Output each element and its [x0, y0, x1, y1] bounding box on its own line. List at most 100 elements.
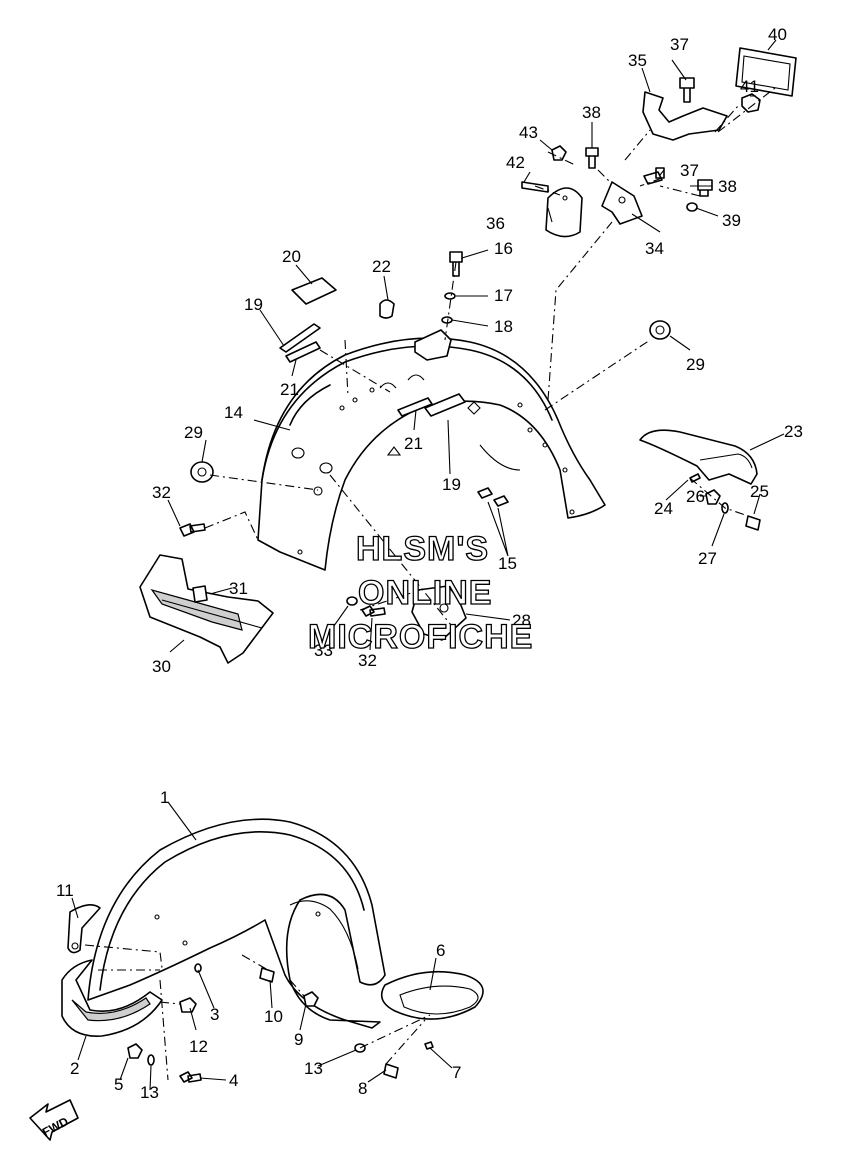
pad-21-right [397, 397, 433, 417]
callout-36: 36 [486, 214, 505, 233]
callout-9: 9 [294, 1030, 303, 1049]
callout-37-lower: 37 [680, 161, 699, 180]
bolt-37-lower [643, 167, 665, 185]
plate-40 [735, 47, 797, 97]
bolt-38-upper [585, 147, 599, 169]
bracket-34 [601, 181, 643, 225]
callout-30: 30 [152, 657, 171, 676]
callout-10: 10 [264, 1007, 283, 1026]
cover-30 [139, 554, 274, 664]
piece-15b [493, 495, 509, 507]
part-24 [689, 473, 701, 483]
washer-39 [686, 202, 698, 212]
callout-8: 8 [358, 1079, 367, 1098]
pad-19-right [424, 393, 466, 417]
callout-19-right: 19 [442, 475, 461, 494]
callout-38-lower: 38 [718, 177, 737, 196]
washer-33 [346, 596, 358, 606]
forward-arrow-icon: FWD [29, 1099, 79, 1141]
callout-31: 31 [229, 579, 248, 598]
clip-31 [192, 585, 208, 603]
callout-34: 34 [645, 239, 664, 258]
callout-37-upper: 37 [670, 35, 689, 54]
callout-35: 35 [628, 51, 647, 70]
callout-41: 41 [740, 77, 759, 96]
pad-19-left [279, 323, 321, 353]
pad-20 [291, 277, 337, 305]
callout-21-right: 21 [404, 434, 423, 453]
callout-43: 43 [519, 123, 538, 142]
grommet-29-left [190, 461, 214, 483]
guard-6 [380, 970, 484, 1020]
bolt-32-left [179, 523, 206, 537]
callout-29-right: 29 [686, 355, 705, 374]
nut-43 [551, 145, 567, 161]
pin-42 [521, 181, 549, 193]
callout-4: 4 [229, 1071, 238, 1090]
pad-21-left [285, 341, 321, 363]
callout-32-left: 32 [152, 483, 171, 502]
callout-42: 42 [506, 153, 525, 172]
callout-32-center: 32 [358, 651, 377, 670]
washer-13-left [147, 1054, 155, 1066]
callout-6: 6 [436, 941, 445, 960]
callout-12: 12 [189, 1037, 208, 1056]
grommet-29-right [649, 320, 671, 340]
nut-41 [741, 93, 761, 113]
callout-16: 16 [494, 239, 513, 258]
callout-22: 22 [372, 257, 391, 276]
callout-13-right: 13 [304, 1059, 323, 1078]
callout-20: 20 [282, 247, 301, 266]
bracket-35 [642, 91, 728, 141]
callout-29-left: 29 [184, 423, 203, 442]
bolt-38-lower [697, 179, 713, 197]
callout-27: 27 [698, 549, 717, 568]
callout-21-left: 21 [280, 380, 299, 399]
callout-15: 15 [498, 554, 517, 573]
callout-2: 2 [70, 1059, 79, 1078]
callout-24: 24 [654, 499, 673, 518]
bolt-10 [259, 967, 275, 983]
callout-38-upper: 38 [582, 103, 601, 122]
callout-18: 18 [494, 317, 513, 336]
callout-7: 7 [452, 1063, 461, 1082]
watermark-line3: MICROFICHE [308, 618, 533, 656]
bolt-25 [745, 515, 761, 531]
callout-14: 14 [224, 403, 243, 422]
part-3 [194, 963, 202, 973]
flap-2 [61, 959, 163, 1037]
washer-17 [444, 292, 456, 300]
callout-23: 23 [784, 422, 803, 441]
callout-1: 1 [160, 788, 169, 807]
bracket-22 [379, 299, 452, 361]
nut-9 [303, 991, 319, 1007]
nut-5 [127, 1043, 143, 1059]
bolt-12 [179, 997, 197, 1013]
callout-3: 3 [210, 1005, 219, 1024]
callout-33: 33 [314, 641, 333, 660]
callout-17: 17 [494, 286, 513, 305]
callout-26: 26 [686, 487, 705, 506]
bolt-8 [383, 1063, 399, 1079]
callout-28: 28 [512, 611, 531, 630]
fender-1 [87, 818, 386, 1029]
piece-15a [477, 487, 493, 499]
nut-26 [705, 489, 721, 505]
bracket-11 [67, 904, 101, 954]
rear-fender-14 [257, 337, 606, 571]
cover-36 [545, 187, 583, 238]
callout-13-left: 13 [140, 1083, 159, 1102]
callout-5: 5 [114, 1075, 123, 1094]
bolt-4 [179, 1071, 202, 1083]
callout-40: 40 [768, 25, 787, 44]
rail-23 [639, 429, 758, 485]
bolt-37-upper [679, 77, 695, 103]
callout-25: 25 [750, 482, 769, 501]
callout-11: 11 [56, 881, 74, 900]
part-7 [424, 1041, 434, 1050]
callout-39: 39 [722, 211, 741, 230]
callout-19-left: 19 [244, 295, 263, 314]
watermark-line2: ONLINE [358, 574, 492, 612]
